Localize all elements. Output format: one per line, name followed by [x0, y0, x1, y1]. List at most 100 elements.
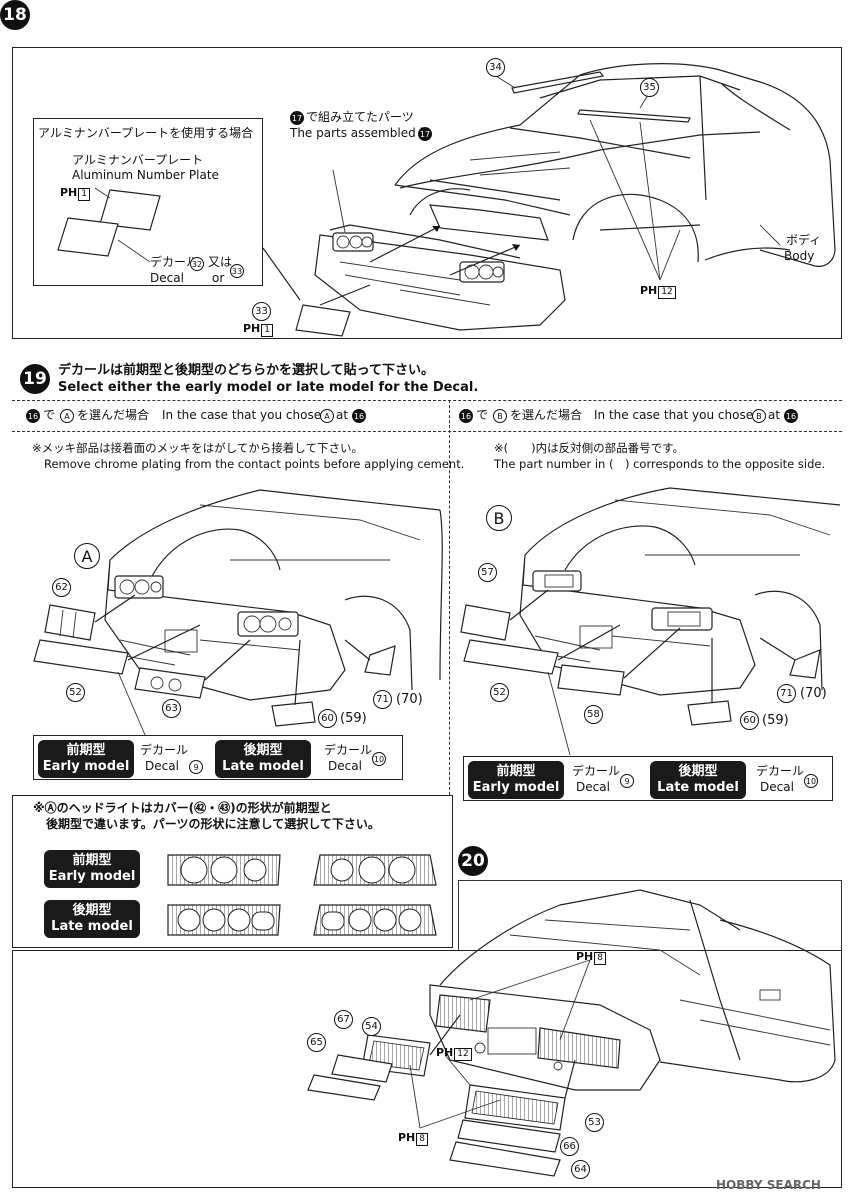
decal-number: 10 — [804, 774, 818, 788]
part-number: 65 — [307, 1033, 326, 1052]
step-19-badge: 19 — [20, 364, 50, 394]
part-number: 66 — [560, 1137, 579, 1156]
step-20-border — [458, 880, 842, 881]
body-label-en: Body — [784, 249, 815, 263]
choice-badge: B — [493, 409, 507, 423]
right-note-en: The part number in ( ) corresponds to th… — [494, 457, 826, 471]
decal-number: 32 — [190, 257, 204, 271]
choice-badge: A — [60, 409, 74, 423]
step-20-border — [458, 880, 459, 950]
plate-label-en: Aluminum Number Plate — [72, 168, 219, 182]
part-number: 62 — [52, 578, 71, 597]
opposite-part-number: (59) — [762, 713, 789, 728]
decal-jp: デカール — [572, 764, 621, 778]
ph-number: 8 — [594, 952, 607, 965]
late-jp: 後期型 — [678, 764, 718, 779]
late-en: Late model — [51, 919, 133, 934]
left-note-en: Remove chrome plating from the contact p… — [44, 457, 465, 471]
decal-en: Decal — [760, 780, 794, 794]
part-number: 35 — [640, 78, 659, 97]
headlight-cover-note-box — [12, 795, 453, 948]
ph-number: 8 — [416, 1133, 429, 1146]
late-jp: 後期型 — [243, 743, 283, 758]
early-jp: 前期型 — [72, 853, 112, 868]
step-20-frame — [12, 950, 842, 1188]
right-header-jp: で — [476, 408, 489, 422]
late-en: Late model — [657, 780, 739, 795]
ph-number: 1 — [261, 324, 274, 337]
step-ref-badge: 17 — [290, 111, 304, 125]
choice-badge: A — [320, 409, 334, 423]
step-19-title-en: Select either the early model or late mo… — [58, 380, 479, 395]
part-number: 52 — [490, 683, 509, 702]
step-ref-badge: 16 — [784, 409, 798, 423]
headlight-note-line-2: 後期型で違います。パーツの形状に注意して選択して下さい。 — [46, 817, 380, 831]
variant-label-a: A — [74, 543, 100, 569]
decal-number: 10 — [372, 752, 386, 766]
assembled-label-jp: で組み立てたパーツ — [306, 110, 414, 124]
decal-en: Decal — [145, 759, 179, 773]
part-number: 71 — [373, 690, 392, 709]
part-number: 60 — [318, 709, 337, 728]
decal-jp: デカール — [756, 764, 805, 778]
late-jp: 後期型 — [72, 903, 112, 918]
decal-jp: デカール — [324, 743, 373, 757]
opposite-part-number: (59) — [340, 711, 367, 726]
part-number: 60 — [740, 711, 759, 730]
early-en: Early model — [42, 759, 130, 774]
right-header-jp2: を選んだ場合 — [510, 408, 583, 422]
opposite-part-number: (70) — [396, 692, 423, 707]
left-header-jp: で — [43, 408, 56, 422]
step-ref-badge: 17 — [418, 127, 432, 141]
step-18-badge: 18 — [0, 0, 30, 30]
section-divider — [12, 400, 842, 401]
right-decal-legend — [463, 756, 833, 801]
step-ref-badge: 16 — [459, 409, 473, 423]
ph-prefix: PH — [60, 186, 78, 199]
early-en: Early model — [472, 780, 560, 795]
choice-badge: B — [752, 409, 766, 423]
left-header-jp2: を選んだ場合 — [77, 408, 150, 422]
or-label-jp: 又は — [208, 255, 233, 269]
ph-prefix: PH — [576, 950, 594, 963]
step-number: 20 — [461, 851, 485, 871]
left-header-en: In the case that you chose — [162, 408, 322, 422]
section-divider — [449, 400, 450, 795]
step-number: 18 — [3, 5, 27, 25]
left-decal-legend — [33, 735, 403, 780]
early-en: Early model — [48, 869, 136, 884]
late-en: Late model — [222, 759, 304, 774]
step-number: 19 — [23, 369, 47, 389]
decal-en: Decal — [328, 759, 362, 773]
left-note-jp: ※メッキ部品は接着面のメッキをはがしてから接着して下さい。 — [32, 441, 363, 455]
decal-number: 9 — [620, 774, 634, 788]
decal-label-en: Decal — [150, 271, 184, 285]
part-number: 58 — [584, 705, 603, 724]
part-number: 71 — [777, 684, 796, 703]
part-number: 53 — [585, 1113, 604, 1132]
step-18-frame — [12, 47, 842, 339]
ph-prefix: PH — [640, 284, 658, 297]
plate-label-jp: アルミナンバープレート — [72, 153, 204, 167]
early-jp: 前期型 — [66, 743, 106, 758]
body-label-jp: ボディ — [786, 233, 822, 247]
right-header-at: at — [768, 408, 781, 422]
part-number: 67 — [334, 1010, 353, 1029]
assembled-label-en: The parts assembled in — [290, 126, 431, 140]
part-number: 57 — [478, 563, 497, 582]
early-jp: 前期型 — [496, 764, 536, 779]
right-note-jp: ※( )内は反対側の部品番号です。 — [494, 441, 684, 455]
section-divider — [12, 431, 842, 432]
part-number: 54 — [362, 1017, 381, 1036]
